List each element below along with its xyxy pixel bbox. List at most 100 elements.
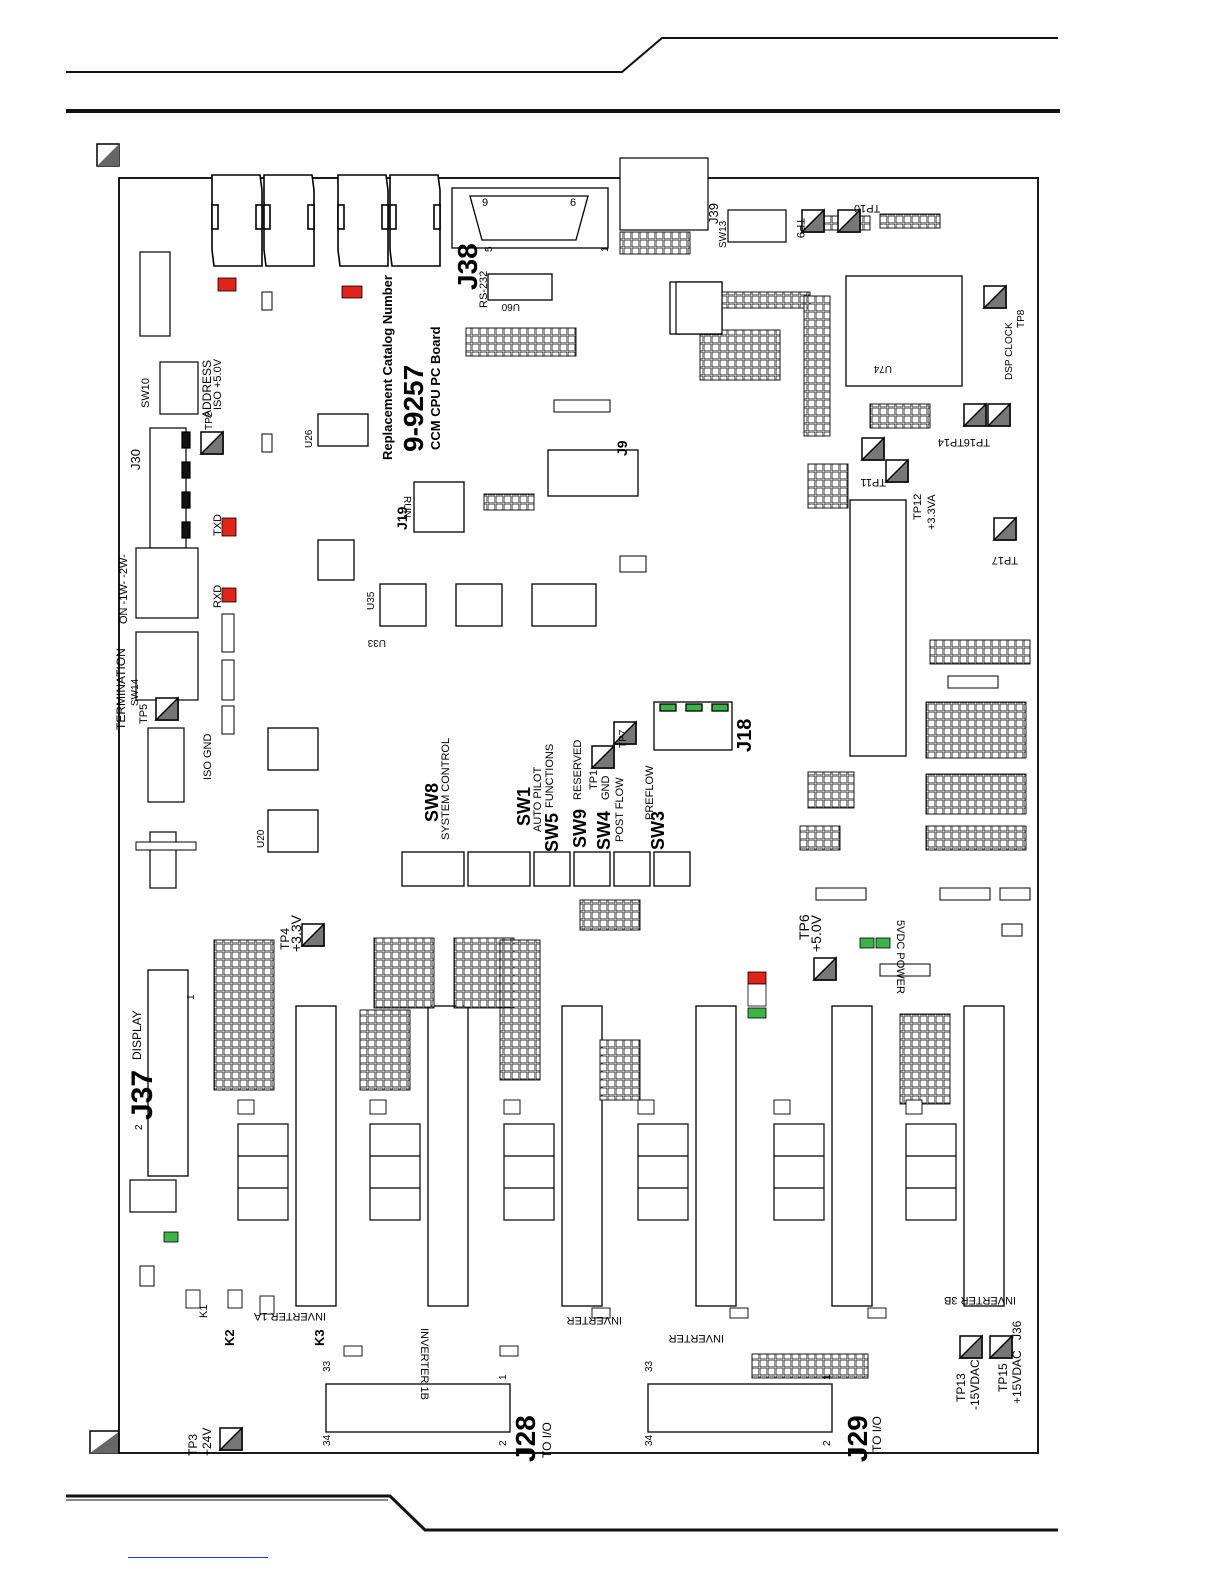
power-label: 5VDC POWER	[894, 920, 906, 994]
tp1-label: TP1	[588, 769, 600, 790]
tp2-value: ISO +5.0V	[212, 358, 224, 410]
tp16-label: TP16	[963, 436, 990, 448]
tp14-label: TP14	[937, 436, 964, 448]
j18-connector	[653, 701, 733, 751]
j38-pin1: 1	[600, 246, 611, 252]
j28-pin34: 34	[322, 1434, 333, 1446]
tp1-value: GND	[600, 775, 612, 800]
j37-label: J37	[126, 1069, 159, 1120]
inverter-2-label: INVERTER	[566, 1314, 622, 1326]
j29-pin33: 33	[644, 1360, 655, 1372]
tp15-value: +15VDAC	[1010, 1350, 1024, 1404]
sw5-desc: FUNCTIONS	[544, 743, 556, 808]
tp8-label: TP8	[1016, 309, 1027, 328]
corner-marker-bottom	[89, 1430, 121, 1454]
resistor-arrays	[213, 213, 1031, 1379]
inductor-blocks	[237, 1123, 957, 1221]
k3-label: K3	[312, 1329, 327, 1346]
inverter-1b-label: INVERTER 1B	[418, 1328, 430, 1400]
tp9-label: TP9	[794, 218, 806, 239]
tp13-value: -15VDAC	[968, 1359, 982, 1410]
j9-label: J9	[614, 440, 630, 456]
sw5-label: SW5	[542, 812, 562, 852]
sw4-label: SW4	[594, 810, 614, 850]
u20-label: U20	[256, 829, 267, 848]
j38-pin6: 6	[570, 197, 576, 209]
j29-pin34: 34	[644, 1434, 655, 1446]
j37-pin1: 1	[186, 994, 197, 1000]
k1-label: K1	[198, 1304, 210, 1318]
tp12-value: +3.3VA	[926, 494, 938, 530]
sw14-options: ON -1W- -2W-	[118, 554, 130, 624]
j28-pin1: 1	[498, 1374, 509, 1380]
j30-connector	[149, 427, 191, 549]
tp2-label: TP2	[204, 411, 215, 430]
footer-link-underline	[128, 1557, 268, 1558]
rxd-label: RXD	[212, 584, 224, 608]
inverter-1a-label: INVERTER 1A	[254, 1310, 326, 1322]
test-point-markers	[154, 208, 1017, 1451]
tp5-value: ISO GND	[202, 733, 214, 780]
corner-marker-top	[96, 143, 120, 167]
tp15-label: TP15	[996, 1363, 1010, 1392]
tp10-label: TP10	[854, 202, 881, 214]
tp7-label: TP7	[618, 729, 629, 748]
u35-label: U35	[366, 591, 377, 610]
j28-label: J28	[510, 1415, 541, 1462]
tp5-label: TP5	[138, 703, 150, 724]
j36-label: J36	[1010, 1320, 1024, 1340]
j38-sub: RS-232	[478, 270, 490, 308]
sw14-desc: TERMINATION	[114, 648, 128, 730]
j37-pin2: 2	[134, 1124, 145, 1130]
j38-rs232-connector	[451, 187, 609, 249]
j28-pin33: 33	[322, 1360, 333, 1372]
catalog-label: Replacement Catalog Number	[380, 275, 395, 460]
txd-label: TXD	[212, 514, 224, 536]
sw10-label: SW10	[140, 378, 152, 408]
tp3-value: +24V	[200, 1427, 214, 1456]
component-bars	[135, 291, 1031, 1287]
k2-label: K2	[222, 1329, 237, 1346]
sw4-desc: POST FLOW	[614, 777, 626, 842]
tp6-value: +5.0V	[808, 915, 824, 952]
rj-jacks	[211, 174, 441, 267]
sw9-desc: RESERVED	[572, 739, 584, 800]
u60-label: U60	[501, 301, 520, 312]
u26-label: U26	[304, 429, 315, 448]
j38-pin9: 9	[482, 197, 488, 209]
sw9-label: SW9	[570, 808, 590, 848]
inverter-3b-label: INVERTER 3B	[944, 1294, 1016, 1306]
tp13-label: TP13	[954, 1373, 968, 1402]
sw13-label: SW13	[718, 220, 729, 248]
tp17-label: TP17	[991, 554, 1018, 566]
large-ics	[267, 273, 1005, 1307]
dip-switches	[401, 851, 691, 887]
sw8-desc: SYSTEM CONTROL	[440, 737, 452, 840]
j29-pin2: 2	[822, 1440, 833, 1446]
u74-label: U74	[873, 363, 892, 374]
tp12-label: TP12	[912, 493, 924, 520]
sw14-label: SW14	[130, 678, 141, 706]
sw3-desc: PREFLOW	[644, 765, 656, 820]
tp11-label: TP11	[860, 476, 886, 488]
j29-pin1: 1	[822, 1374, 833, 1380]
u33-label: U33	[367, 637, 386, 648]
board-description: CCM CPU PC Board	[428, 326, 443, 450]
inverter-3-label: INVERTER	[668, 1332, 724, 1344]
run-label: RUN	[401, 496, 412, 518]
j28-sub: TO I/O	[540, 1422, 554, 1458]
j37-display-connector	[147, 969, 189, 1177]
j28-pin2: 2	[498, 1440, 509, 1446]
tp4-value: +3.3V	[288, 915, 304, 952]
catalog-number: 9-9257	[398, 364, 429, 452]
j37-sub: DISPLAY	[130, 1010, 144, 1060]
tp3-label: TP3	[186, 1433, 200, 1456]
j30-label: J30	[128, 449, 143, 470]
j29-sub: TO I/O	[870, 1416, 884, 1452]
j38-pin5: 5	[484, 246, 495, 252]
j29-header	[647, 1383, 833, 1433]
tp8-value: DSP CLOCK	[1004, 322, 1015, 380]
j28-header	[325, 1383, 511, 1433]
led-indicators	[163, 277, 891, 1243]
